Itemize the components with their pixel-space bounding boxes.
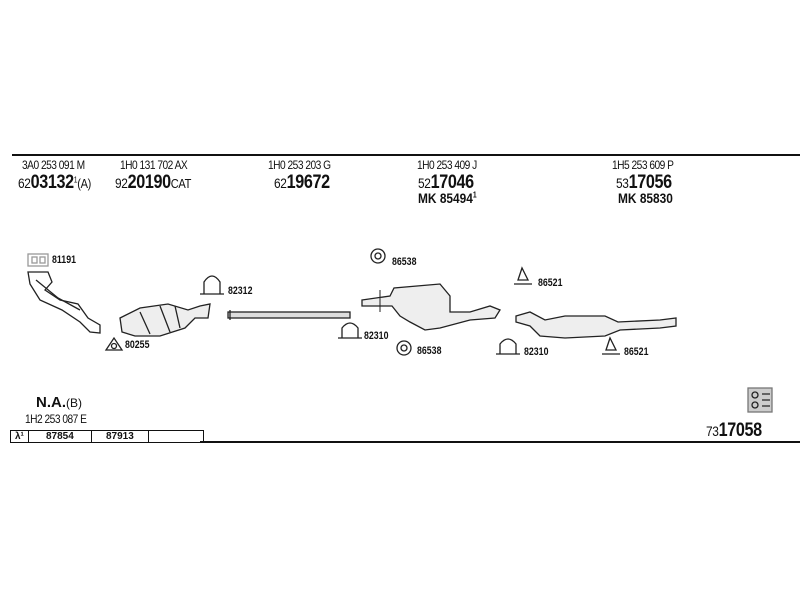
- part-number-2: 9220190CAT: [115, 172, 192, 193]
- part-label-86538a: 86538: [392, 256, 417, 268]
- fitment-table: λ¹ 87854 87913: [10, 430, 204, 443]
- kit-pictogram-icon: [747, 387, 773, 413]
- na-title: N.A.(B): [36, 394, 82, 411]
- front-silencer-drawing: [361, 283, 501, 331]
- kit-number: 7317058: [706, 420, 762, 441]
- table-cell: [147, 430, 204, 443]
- rear-silencer-drawing: [515, 311, 677, 339]
- part-number-4: 5217046: [418, 172, 474, 193]
- part-label-86521b: 86521: [624, 346, 649, 358]
- clamp-icon-82310a: [338, 322, 362, 339]
- hanger-rubber-icon-86521b: [602, 336, 620, 355]
- gasket-icon-80255: [104, 336, 124, 351]
- clamp-icon-82312: [200, 275, 224, 295]
- catalytic-converter-drawing: [119, 303, 211, 337]
- mounting-kit-5: MK 85830: [618, 190, 673, 206]
- oe-number-2: 1H0 131 702 AX: [120, 158, 188, 172]
- part-number-5: 5317056: [616, 172, 672, 193]
- part-label-82310a: 82310: [364, 330, 389, 342]
- clamp-icon-82310b: [496, 338, 520, 355]
- table-cell: 87854: [27, 430, 92, 443]
- oe-number-bottom: 1H2 253 087 E: [25, 412, 87, 426]
- part-label-80255: 80255: [125, 339, 150, 351]
- top-rule: [12, 154, 800, 156]
- bottom-rule: [200, 441, 800, 443]
- part-label-82312: 82312: [228, 285, 253, 297]
- front-pipe-drawing: [27, 271, 101, 334]
- mounting-kit-4: MK 854941: [418, 190, 477, 206]
- hanger-icon-86538a: [370, 248, 386, 264]
- part-label-82310b: 82310: [524, 346, 549, 358]
- table-cell: 87913: [90, 430, 149, 443]
- part-label-86538b: 86538: [417, 345, 442, 357]
- part-label-81191: 81191: [52, 254, 76, 266]
- hanger-icon-86538b: [396, 340, 412, 356]
- oe-number-3: 1H0 253 203 G: [268, 158, 331, 172]
- hanger-rubber-icon-86521a: [514, 266, 532, 285]
- gasket-icon: [27, 253, 49, 267]
- part-label-86521a: 86521: [538, 277, 563, 289]
- oe-number-4: 1H0 253 409 J: [417, 158, 477, 172]
- part-number-3: 6219672: [274, 172, 330, 193]
- oe-number-1: 3A0 253 091 M: [22, 158, 85, 172]
- middle-pipe-drawing: [227, 310, 351, 320]
- lambda-cell: λ¹: [10, 430, 29, 443]
- part-number-1: 62031321(A): [18, 172, 91, 193]
- oe-number-5: 1H5 253 609 P: [612, 158, 674, 172]
